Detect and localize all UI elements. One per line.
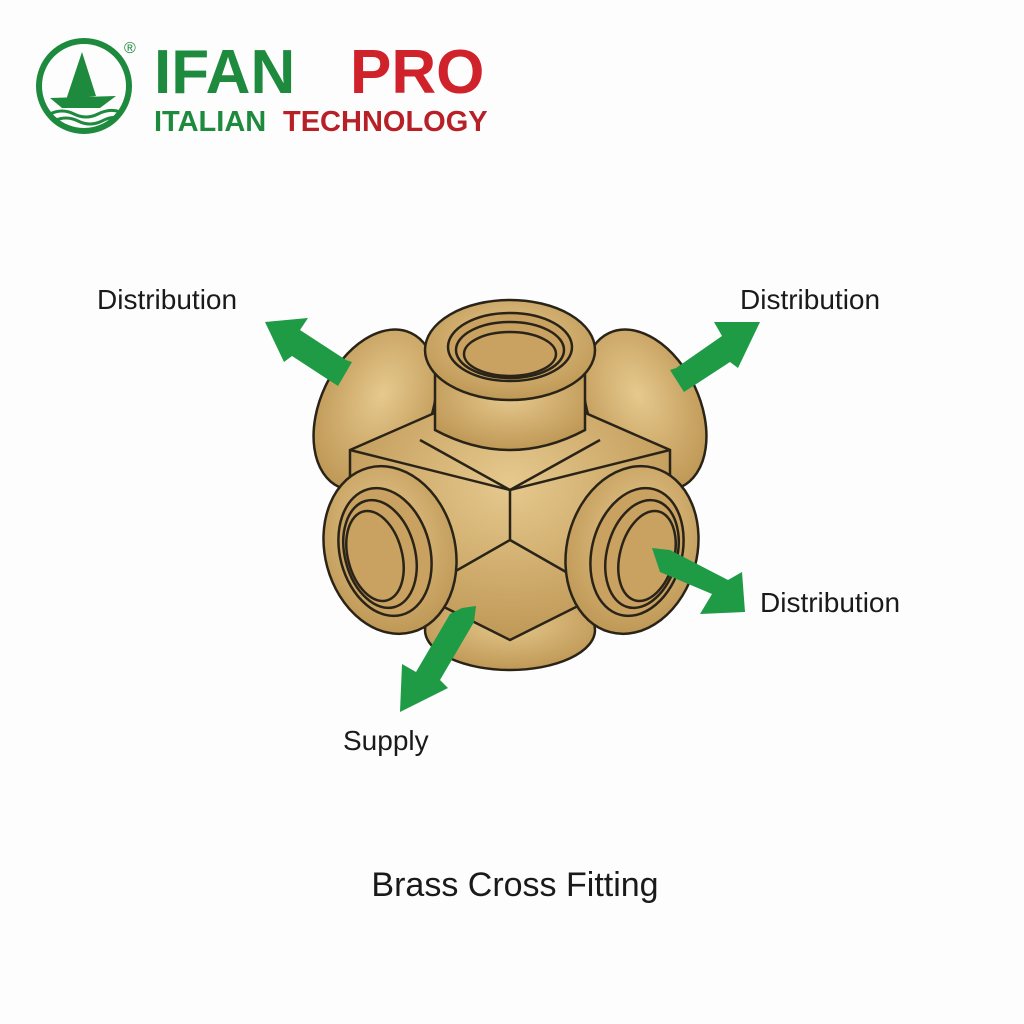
brand-name-ifan: IFAN — [154, 38, 295, 107]
arrow-top-right-icon — [670, 322, 760, 392]
diagram-caption: Brass Cross Fitting — [371, 866, 659, 904]
tagline-italian: ITALIAN — [154, 106, 266, 138]
label-supply: Supply — [343, 725, 429, 756]
ifanpro-logo: ® IFAN PRO ITALIAN TECHNOLOGY — [36, 38, 488, 138]
label-distribution-top-left: Distribution — [97, 284, 238, 315]
brand-name-pro: PRO — [350, 38, 484, 107]
arrow-top-left-icon — [265, 318, 352, 386]
registered-mark: ® — [124, 40, 136, 57]
arrow-supply-icon — [400, 606, 476, 712]
label-distribution-top-right: Distribution — [740, 284, 881, 315]
sailboat-emblem-icon — [36, 38, 132, 134]
label-distribution-right: Distribution — [760, 587, 901, 618]
arrow-right-icon — [652, 548, 745, 614]
tagline-technology: TECHNOLOGY — [283, 106, 488, 138]
brass-cross-fitting — [312, 298, 708, 672]
